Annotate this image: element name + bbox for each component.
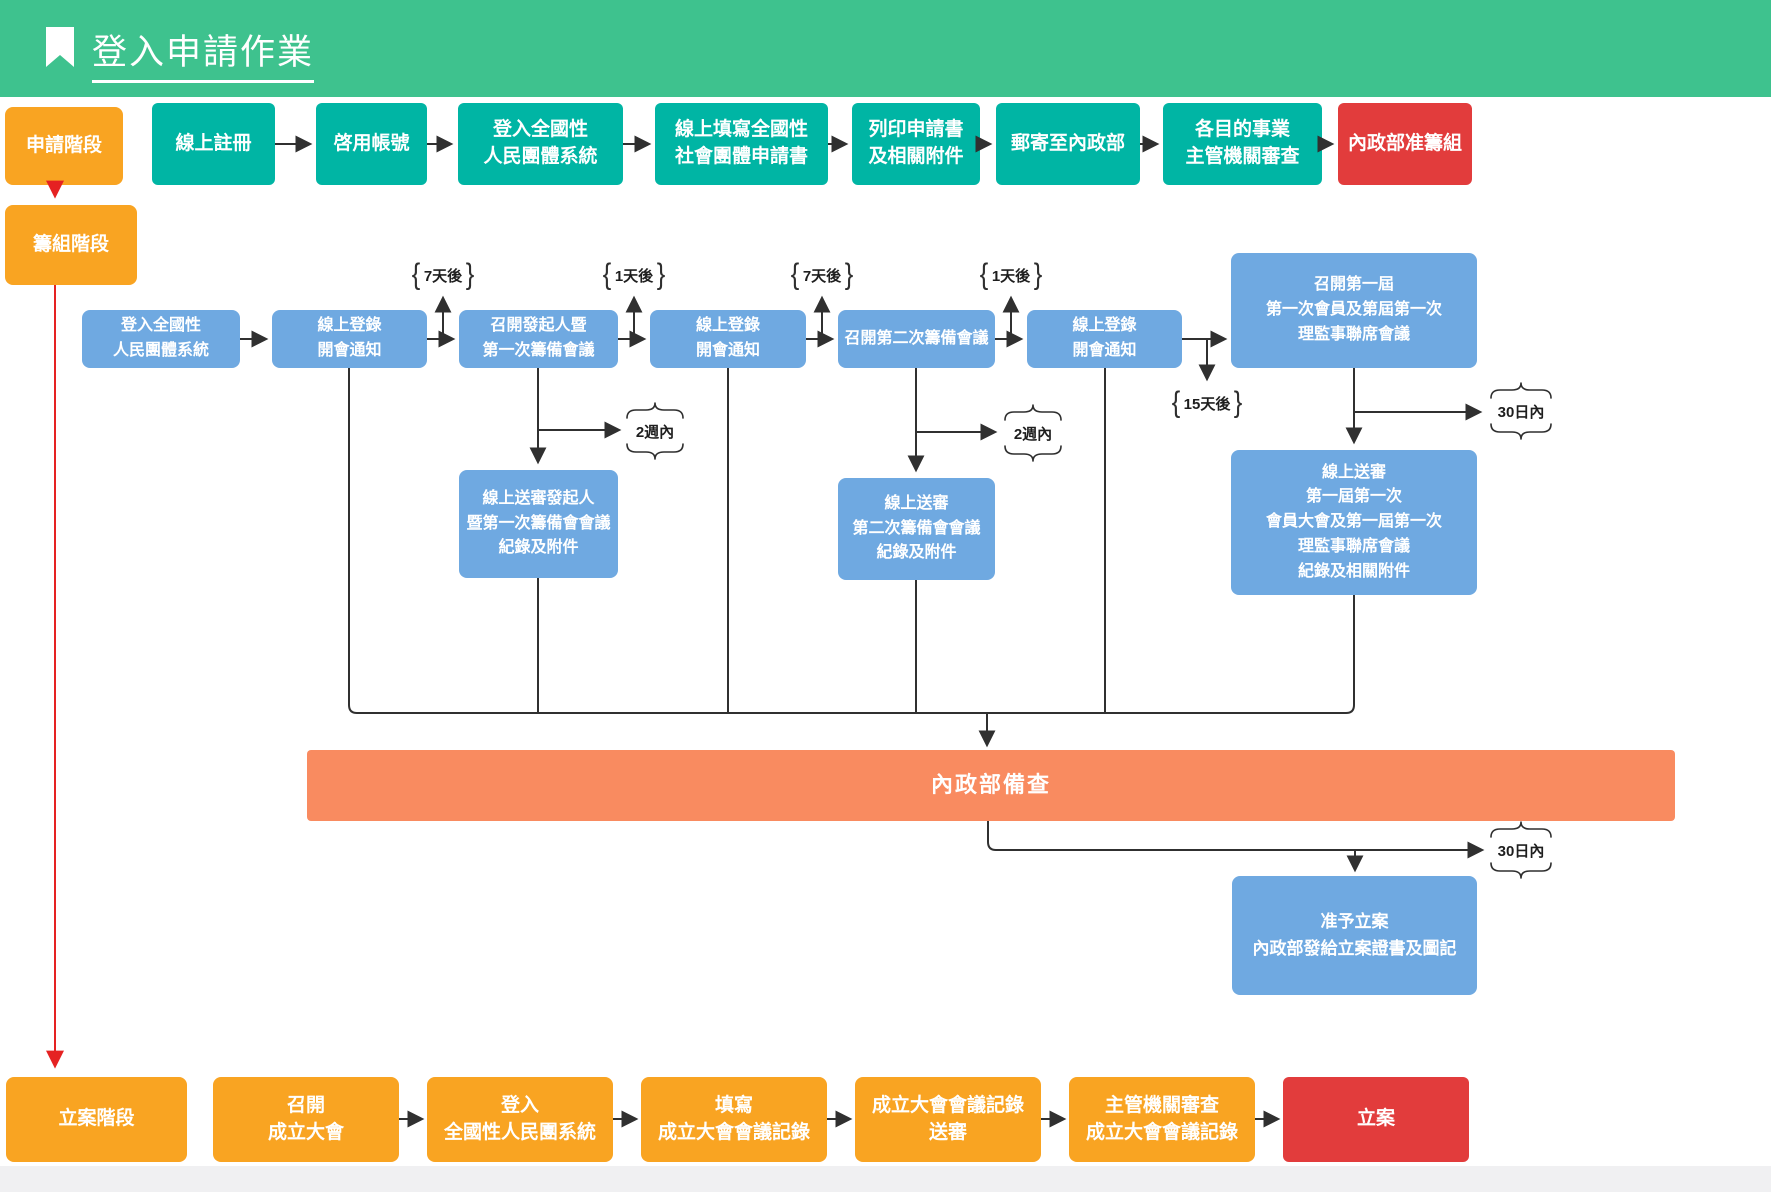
timer-label: 1天後: [991, 267, 1031, 285]
apply-step-authority-review: 各目的事業 主管機關審查: [1163, 103, 1322, 185]
apply-step-fill-application: 線上填寫全國性 社會團體申請書: [655, 103, 828, 185]
phase-apply: 申請階段: [5, 107, 123, 185]
prepare-step-login-system: 登入全國性 人民團體系統: [82, 310, 240, 368]
bottom-scroll-strip: [0, 1166, 1771, 1192]
prepare-step-first-meeting: 召開發起人暨 第一次籌備會議: [459, 310, 618, 368]
timer-after-7-days-1: { 7天後 }: [403, 258, 483, 292]
timer-after-1-day-1: { 1天後 }: [594, 258, 674, 292]
apply-step-online-register: 線上註冊: [152, 103, 275, 185]
moi-review-bar: 內政部備查: [307, 750, 1675, 821]
submit-joint-meeting-records: 線上送審 第一屆第一次 會員大會及第一屆第一次 理監事聯席會議 紀錄及相關附件: [1231, 450, 1477, 595]
brace-left-icon: {: [602, 258, 612, 291]
apply-step-mail-to-moi: 郵寄至內政部: [996, 103, 1140, 185]
phase-register: 立案階段: [6, 1077, 187, 1162]
brace-right-icon: }: [465, 258, 475, 291]
timer-label: 7天後: [423, 267, 463, 285]
timer-after-7-days-2: { 7天後 }: [782, 258, 862, 292]
timer-label: 15天後: [1183, 395, 1231, 413]
timer-after-15-days: { 15天後 }: [1161, 386, 1253, 420]
bookmark-icon: [46, 27, 74, 67]
apply-result-approved: 內政部准籌組: [1338, 103, 1472, 185]
prepare-step-notice-3: 線上登錄 開會通知: [1027, 310, 1182, 368]
phase-prepare: 籌組階段: [5, 205, 137, 285]
brace-left-icon: {: [411, 258, 421, 291]
register-step-founding-assembly: 召開 成立大會: [213, 1077, 399, 1162]
brace-left-icon: {: [979, 258, 989, 291]
apply-step-activate-account: 啓用帳號: [316, 103, 427, 185]
brace-left-icon: {: [790, 258, 800, 291]
brace-left-icon: {: [1171, 386, 1180, 419]
register-step-submit-minutes: 成立大會會議記錄 送審: [855, 1077, 1041, 1162]
prepare-step-notice-2: 線上登錄 開會通知: [650, 310, 806, 368]
brace-right-icon: }: [1234, 386, 1243, 419]
prepare-step-notice-1: 線上登錄 開會通知: [272, 310, 427, 368]
register-step-login-system: 登入 全國性人民團系統: [427, 1077, 613, 1162]
timer-label: 7天後: [802, 267, 842, 285]
register-step-authority-review: 主管機關審查 成立大會會議記錄: [1069, 1077, 1255, 1162]
brace-right-icon: }: [844, 258, 854, 291]
page-title-link[interactable]: 登入申請作業: [92, 24, 315, 83]
submit-second-meeting-records: 線上送審 第二次籌備會會議 紀錄及附件: [838, 478, 995, 580]
register-result-registered: 立案: [1283, 1077, 1469, 1162]
duration-within-30-days-2: 30日內: [1497, 842, 1545, 860]
duration-within-30-days-1: 30日內: [1497, 403, 1545, 421]
submit-first-meeting-records: 線上送審發起人 暨第一次籌備會會議 紀錄及附件: [459, 470, 618, 578]
prepare-step-second-meeting: 召開第二次籌備會議: [838, 310, 995, 368]
duration-within-2-weeks-1: 2週內: [635, 423, 675, 441]
header-bar: 登入申請作業: [0, 0, 1771, 97]
approval-certificate-box: 准予立案 內政部發給立案證書及圖記: [1232, 876, 1477, 995]
timer-after-1-day-2: { 1天後 }: [971, 258, 1051, 292]
brace-right-icon: }: [1033, 258, 1043, 291]
apply-step-login-system: 登入全國性 人民團體系統: [458, 103, 623, 185]
brace-right-icon: }: [656, 258, 666, 291]
timer-label: 1天後: [614, 267, 654, 285]
register-step-fill-minutes: 填寫 成立大會會議記錄: [641, 1077, 827, 1162]
apply-step-print-application: 列印申請書 及相關附件: [852, 103, 980, 185]
prepare-step-joint-meeting: 召開第一屆 第一次會員及第屆第一次 理監事聯席會議: [1231, 253, 1477, 368]
duration-within-2-weeks-2: 2週內: [1013, 425, 1053, 443]
